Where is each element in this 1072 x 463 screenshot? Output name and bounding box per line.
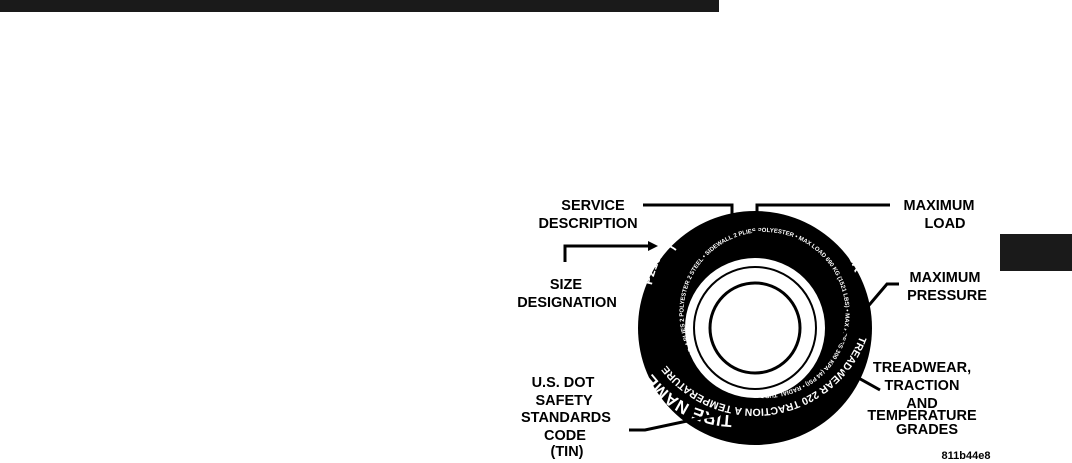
maximum-pressure-leader — [834, 282, 899, 347]
dot-code-leader — [629, 410, 723, 432]
maximum-load-label: MAXIMUM LOAD — [904, 198, 979, 232]
rim-center-fill — [712, 285, 798, 371]
maximum-load-leader — [752, 203, 890, 241]
size-designation-label: SIZE DESIGNATION — [517, 277, 617, 311]
top-bar — [0, 0, 719, 12]
rim-center — [708, 281, 802, 375]
size-designation-leader — [563, 241, 658, 262]
treadwear-grades-label: TREADWEAR, TRACTION AND TEMPERATURE GRAD… — [867, 360, 980, 438]
figure-code: 811b44e8 — [942, 450, 991, 462]
section-tab — [1000, 234, 1072, 271]
service-description-label: SERVICE DESCRIPTION — [538, 198, 637, 232]
treadwear-leader — [843, 369, 881, 392]
maximum-pressure-label: MAXIMUM PRESSURE — [907, 270, 987, 304]
rim-ring — [693, 266, 817, 390]
dot-code-label: U.S. DOT SAFETY STANDARDS CODE (TIN) — [521, 375, 615, 460]
service-description-leader — [643, 203, 737, 233]
